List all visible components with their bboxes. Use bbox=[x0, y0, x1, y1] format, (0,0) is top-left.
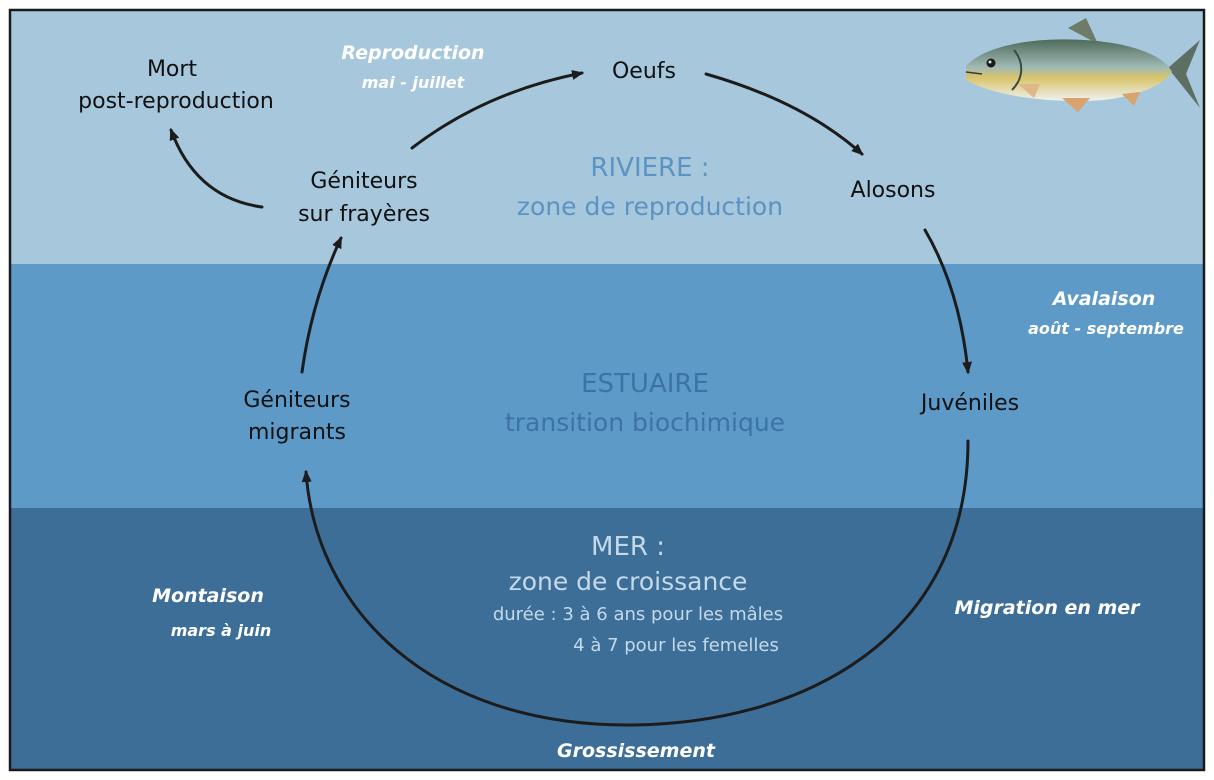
arrow-juveniles-to-migrants bbox=[301, 439, 970, 727]
zone-mer-band bbox=[10, 508, 1204, 770]
phase-reproduction-period: mai - juillet bbox=[362, 73, 466, 92]
arrow-frayeres-to-mort bbox=[169, 128, 264, 209]
stage-oeufs: Oeufs bbox=[612, 59, 676, 84]
phase-avalaison: Avalaison bbox=[1051, 288, 1156, 310]
arrow-alosons-to-juveniles bbox=[923, 228, 973, 374]
stage-juveniles: Juvéniles bbox=[919, 391, 1019, 416]
shad-fish-icon bbox=[965, 18, 1200, 112]
arrow-migrants-to-frayeres bbox=[300, 236, 343, 374]
phase-avalaison-period: août - septembre bbox=[1028, 319, 1184, 338]
mer-subtitle: zone de croissance bbox=[509, 567, 748, 596]
riviere-subtitle: zone de reproduction bbox=[517, 192, 783, 221]
stage-geniteurs-frayeres: Géniteurs bbox=[310, 169, 417, 194]
riviere-title: RIVIERE : bbox=[590, 153, 709, 183]
estuaire-subtitle: transition biochimique bbox=[505, 408, 785, 437]
phase-grossissement: Grossissement bbox=[557, 740, 716, 762]
stage-mort: Mort bbox=[147, 57, 197, 82]
mer-detail-males: durée : 3 à 6 ans pour les mâles bbox=[493, 604, 783, 625]
arrow-oeufs-to-alosons bbox=[704, 72, 864, 156]
estuaire-title: ESTUAIRE bbox=[581, 369, 709, 399]
stage-geniteurs-migrants: Géniteurs bbox=[243, 388, 350, 413]
stage-alosons: Alosons bbox=[851, 178, 936, 203]
zone-estuaire-band bbox=[10, 264, 1204, 508]
arrow-frayeres-to-oeufs bbox=[410, 70, 584, 150]
phase-montaison-period: mars à juin bbox=[171, 621, 272, 640]
mer-detail-femelles: 4 à 7 pour les femelles bbox=[573, 635, 779, 656]
phase-migration-en-mer: Migration en mer bbox=[954, 597, 1141, 619]
phase-reproduction: Reproduction bbox=[341, 42, 484, 64]
stage-geniteurs-frayeres-line2: sur frayères bbox=[298, 202, 430, 227]
stage-mort-post-reproduction: post-reproduction bbox=[78, 89, 274, 114]
mer-title: MER : bbox=[591, 532, 665, 562]
phase-montaison: Montaison bbox=[152, 585, 264, 607]
diagram-frame bbox=[8, 8, 1206, 772]
stage-geniteurs-migrants-line2: migrants bbox=[248, 420, 346, 445]
